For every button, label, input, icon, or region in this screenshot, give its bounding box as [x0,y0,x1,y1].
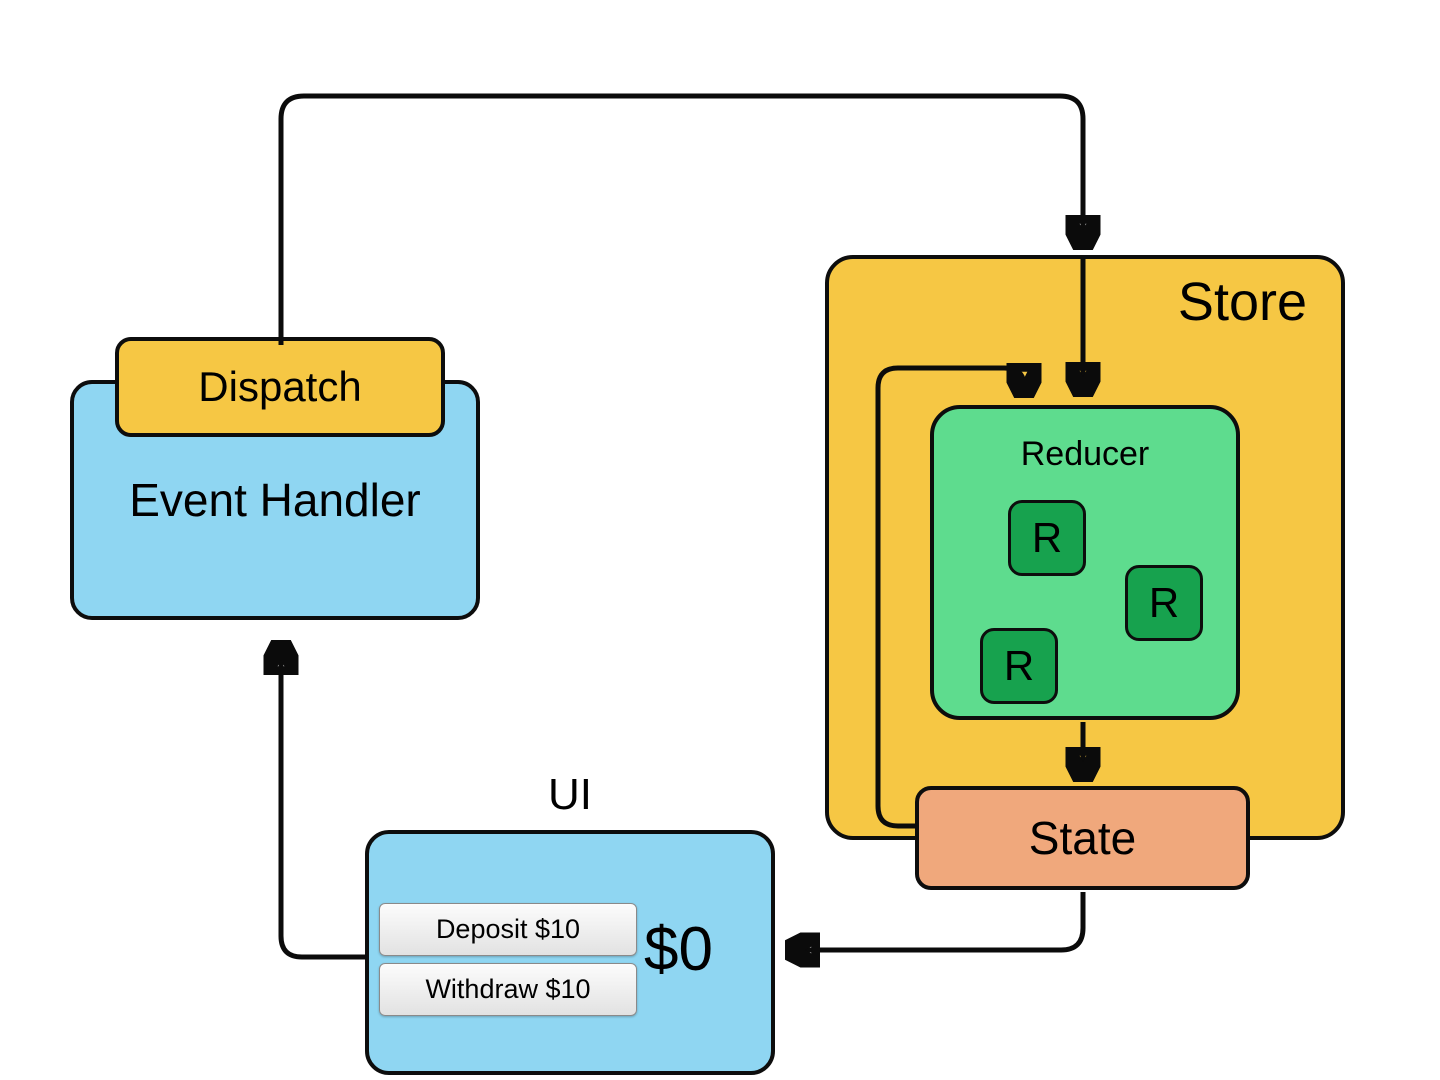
state-box: State [915,786,1250,890]
deposit-button[interactable]: Deposit $10 [379,903,637,956]
reducer-label: Reducer [1020,435,1150,473]
reducer-r-square: R [1125,565,1203,641]
ui-label: UI [548,770,592,819]
state-label: State [1028,812,1137,864]
ui-box: Deposit $10 Withdraw $10 $0 [365,830,775,1075]
r-square-label: R [1031,514,1063,561]
store-label: Store [1177,272,1307,332]
r-square-label: R [1148,579,1180,626]
ui-to-event-handler-arrow [281,647,366,960]
r-square-label: R [1003,642,1035,689]
reducer-r-square: R [980,628,1058,704]
reducer-r-square: R [1008,500,1086,576]
dispatch-box: Dispatch [115,337,445,437]
withdraw-button[interactable]: Withdraw $10 [379,963,637,1016]
balance-text: $0 [644,915,713,984]
event-handler-label: Event Handler [129,474,421,526]
dispatch-label: Dispatch [198,363,362,410]
state-to-ui-arrow [792,892,1086,950]
